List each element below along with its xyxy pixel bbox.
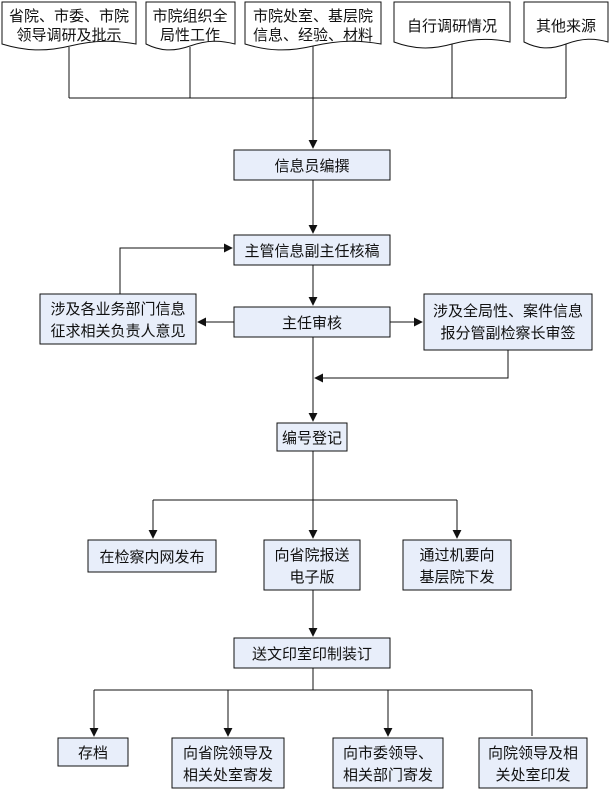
box-overall-sign: 涉及全局性、案件信息 报分管副检察长审签 <box>423 293 593 351</box>
box-label: 向院领导及相 <box>488 744 578 762</box>
source-text: 省院、市委、市院 <box>9 7 129 25</box>
side-connectors <box>119 243 509 422</box>
box-label: 电子版 <box>289 568 334 586</box>
source-text: 自行调研情况 <box>407 17 497 35</box>
box-label: 主任审核 <box>282 314 342 332</box>
source-text: 其他来源 <box>536 17 596 35</box>
box-deputy-review: 主管信息副主任核稿 <box>233 234 391 266</box>
box-label: 送文印室印制装订 <box>252 645 372 663</box>
box-mail-municipal: 向市委领导、 相关部门寄发 <box>332 737 444 789</box>
box-director-review: 主任审核 <box>233 306 391 338</box>
box-confidential: 通过机要向 基层院下发 <box>402 539 512 591</box>
box-label: 向市委领导、 <box>343 744 433 762</box>
source-doc-leaders: 省院、市委、市院 领导调研及批示 <box>1 1 137 51</box>
box-print: 送文印室印制装订 <box>233 637 391 669</box>
box-register: 编号登记 <box>276 422 348 452</box>
box-label: 向省院报送 <box>274 546 349 564</box>
source-doc-other: 其他来源 <box>523 1 609 49</box>
box-label: 报分管副检察长审签 <box>440 324 575 342</box>
box-label: 征求相关负责人意见 <box>50 322 185 340</box>
box-label: 基层院下发 <box>419 568 494 586</box>
box-label: 向省院领导及 <box>183 744 273 762</box>
source-text: 领导调研及批示 <box>16 26 121 44</box>
box-label: 存档 <box>78 744 108 762</box>
box-label: 关处室印发 <box>495 766 570 784</box>
box-label: 主管信息副主任核稿 <box>244 242 379 260</box>
box-mail-provincial: 向省院领导及 相关处室寄发 <box>171 737 285 789</box>
final-connectors <box>89 668 533 737</box>
box-label: 涉及全局性、案件信息 <box>433 302 583 320</box>
source-text: 市院处室、基层院 <box>253 7 373 25</box>
source-text: 市院组织全 <box>152 7 227 25</box>
source-connectors <box>68 44 567 149</box>
box-provincial-electronic: 向省院报送 电子版 <box>263 539 361 591</box>
box-dept-opinion: 涉及各业务部门信息 征求相关负责人意见 <box>39 293 197 345</box>
box-label: 涉及各业务部门信息 <box>50 300 185 318</box>
box-label: 相关处室寄发 <box>183 766 273 784</box>
box-compile: 信息员编撰 <box>233 149 391 181</box>
box-intranet: 在检察内网发布 <box>87 539 217 573</box>
source-doc-own-research: 自行调研情况 <box>393 1 511 49</box>
source-text: 信息、经验、材料 <box>253 26 373 44</box>
box-label: 相关部门寄发 <box>343 766 433 784</box>
box-print-leaders: 向院领导及相 关处室印发 <box>478 737 588 789</box>
box-label: 编号登记 <box>282 429 342 447</box>
source-text: 局性工作 <box>160 26 220 44</box>
source-doc-offices: 市院处室、基层院 信息、经验、材料 <box>244 1 382 51</box>
box-label: 通过机要向 <box>419 546 494 564</box>
box-label: 在检察内网发布 <box>99 548 204 566</box>
box-label: 信息员编撰 <box>274 157 349 175</box>
source-doc-city-work: 市院组织全 局性工作 <box>145 1 236 51</box>
box-archive: 存档 <box>57 737 129 767</box>
distribution-connectors <box>148 451 462 539</box>
